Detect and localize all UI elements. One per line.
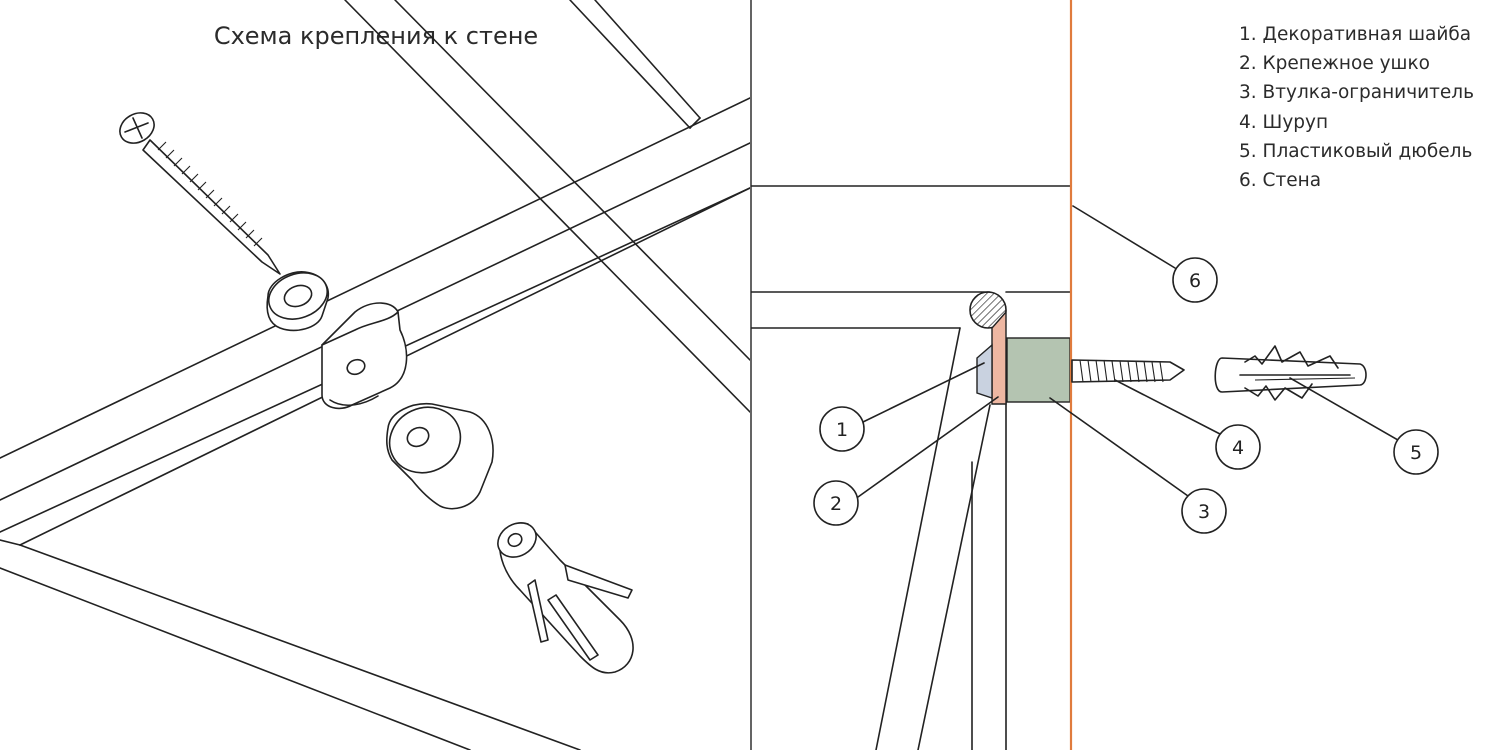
legend: 1. Декоративная шайба 2. Крепежное ушко … [1239, 20, 1474, 195]
svg-text:5: 5 [1410, 442, 1422, 464]
callout-1: 1 [819, 406, 865, 452]
section-washer [976, 343, 993, 399]
svg-text:4: 4 [1232, 437, 1244, 459]
isometric-view [0, 0, 750, 750]
washer-part [266, 271, 330, 332]
frame-section [751, 185, 1071, 750]
legend-item-screw: 4. Шуруп [1239, 111, 1329, 133]
callout-3: 3 [1181, 488, 1227, 534]
diagram-title: Схема крепления к стене [213, 22, 539, 50]
frame-rod [969, 291, 1007, 329]
callout-2: 2 [813, 480, 859, 526]
callouts: 1 2 3 4 5 6 [813, 257, 1439, 534]
svg-text:2: 2 [830, 493, 842, 515]
leader-lines [857, 205, 1399, 498]
section-bushing [1006, 337, 1071, 403]
svg-text:3: 3 [1198, 501, 1210, 523]
section-ear [991, 310, 1007, 405]
legend-item-washer: 1. Декоративная шайба [1239, 24, 1472, 45]
legend-item-bushing: 3. Втулка-ограничитель [1239, 82, 1475, 104]
callout-4: 4 [1215, 424, 1261, 470]
ear-part [321, 302, 408, 410]
legend-item-dowel: 5. Пластиковый дюбель [1239, 140, 1473, 162]
screw-part [119, 112, 281, 275]
callout-6: 6 [1172, 257, 1218, 303]
section-screw [1071, 359, 1185, 383]
section-dowel [1214, 345, 1367, 401]
bushing-part [386, 403, 494, 510]
dowel-part [497, 522, 634, 674]
section-view: 1 2 3 4 5 6 [751, 0, 1439, 750]
svg-text:6: 6 [1189, 270, 1201, 292]
legend-item-ear: 2. Крепежное ушко [1239, 53, 1430, 75]
svg-text:1: 1 [836, 419, 848, 441]
legend-item-wall: 6. Стена [1239, 170, 1322, 192]
callout-5: 5 [1393, 429, 1439, 475]
